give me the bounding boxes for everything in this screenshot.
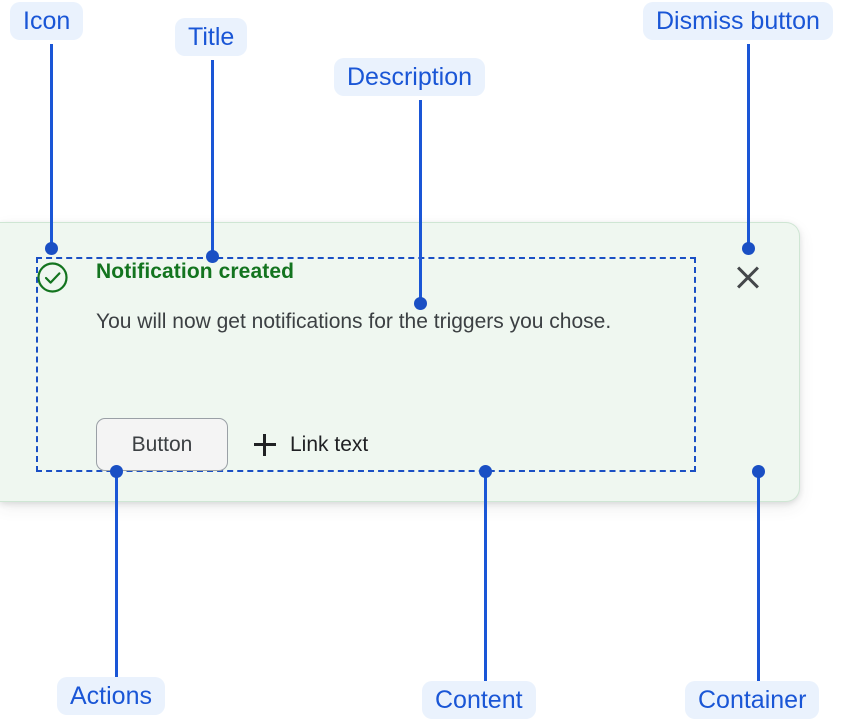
annotation-label-title: Title [175,18,248,56]
action-button[interactable]: Button [96,418,228,471]
notification-description: You will now get notifications for the t… [96,310,612,333]
plus-icon [254,433,276,456]
leader-line-container [757,471,760,681]
annotation-label-container: Container [685,681,820,719]
content-region-outline [36,257,696,472]
annotation-label-icon: Icon [10,2,84,40]
leader-line-dismiss-button [747,44,750,248]
leader-line-icon [50,44,53,248]
notification-title: Notification created [96,260,295,283]
dismiss-button[interactable] [731,260,765,294]
leader-line-content [484,471,487,681]
action-link-label: Link text [290,432,369,456]
check-circle-icon [37,262,68,293]
annotation-label-content: Content [422,681,536,719]
close-icon [731,260,765,294]
annotation-label-actions: Actions [57,677,165,715]
annotation-label-description: Description [334,58,486,96]
notification-body: Notification created You will now get no… [96,258,696,341]
action-link[interactable]: Link text [254,433,368,457]
notification-actions: Button Link text [96,418,368,471]
annotation-label-dismiss-button: Dismiss button [643,2,833,40]
